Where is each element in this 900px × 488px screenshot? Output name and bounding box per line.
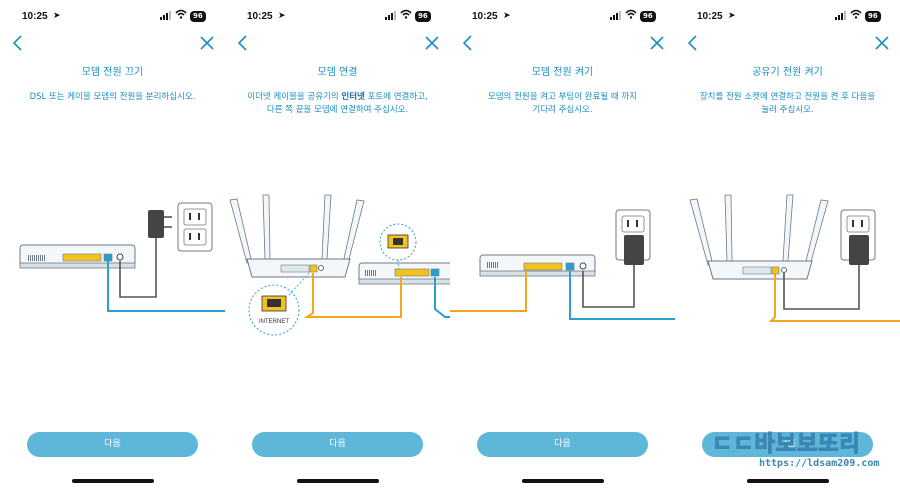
signal-icon: [385, 11, 396, 20]
signal-icon: [610, 11, 621, 20]
location-icon: ➤: [53, 11, 61, 21]
next-button[interactable]: 다음: [27, 432, 198, 457]
back-chevron-icon[interactable]: [460, 34, 476, 52]
modem-unplug-illustration: [19, 202, 225, 312]
wifi-icon: [400, 9, 412, 19]
status-time: 10:25: [697, 11, 723, 22]
home-indicator: [522, 479, 604, 483]
instruction-text: DSL 또는 케이블 모뎀의 전원을 분리하십시오.: [12, 91, 213, 104]
watermark-url: https://ldsam209.com: [756, 458, 883, 469]
location-icon: ➤: [503, 11, 511, 21]
screen-router-power-on: 10:25 ➤ 96 공유기 전원 켜기 장치를 전원 소켓에 연결하고 전원을…: [675, 0, 900, 488]
instruction-text: 모뎀의 전원을 켜고 부팅이 완료될 때 까지 기다려 주십시오.: [462, 91, 663, 117]
instruction-line: 모뎀의 전원을 켜고 부팅이 완료될 때 까지: [487, 92, 638, 102]
location-icon: ➤: [278, 11, 286, 21]
next-button[interactable]: 다음: [252, 432, 423, 457]
signal-icon: [160, 11, 171, 20]
watermark-brand: ㄷㄷ바보보또리: [711, 431, 861, 457]
home-indicator: [297, 479, 379, 483]
router-power-on-illustration: [689, 194, 900, 322]
status-bar: 10:25 ➤ 96: [675, 8, 900, 26]
close-icon[interactable]: [649, 35, 665, 51]
screen-modem-power-off: 10:25 ➤ 96 모뎀 전원 끄기 DSL 또는 케이블 모뎀의 전원을 분…: [0, 0, 225, 488]
instruction-text: 이더넷 케이블을 공유기의 인터넷 포트에 연결하고, 다른 쪽 끝을 모뎀에 …: [237, 91, 438, 117]
instruction-line: 장치를 전원 소켓에 연결하고 전원을 켠 후 다음을: [699, 92, 876, 102]
next-button[interactable]: 다음: [477, 432, 648, 457]
wifi-icon: [175, 9, 187, 19]
close-icon[interactable]: [874, 35, 890, 51]
status-bar: 10:25 ➤ 96: [450, 8, 675, 26]
wifi-icon: [850, 9, 862, 19]
modem-power-on-illustration: [450, 209, 675, 320]
close-icon[interactable]: [424, 35, 440, 51]
instruction-line: 기다려 주십시오.: [532, 105, 593, 115]
status-time: 10:25: [22, 11, 48, 22]
instruction-line: DSL 또는 케이블 모뎀의 전원을 분리하십시오.: [29, 92, 196, 102]
highlight-text: 인터넷: [341, 92, 365, 102]
close-icon[interactable]: [199, 35, 215, 51]
next-button[interactable]: 다음: [702, 432, 873, 457]
signal-icon: [835, 11, 846, 20]
battery-indicator: 96: [415, 11, 431, 22]
status-bar: 10:25 ➤ 96: [0, 8, 225, 26]
back-chevron-icon[interactable]: [235, 34, 251, 52]
watermark: ㄷㄷ바보보또리 https://ldsam209.com: [711, 426, 892, 478]
internet-port-label: INTERNET: [259, 319, 289, 325]
page-title: 모뎀 전원 끄기: [81, 67, 144, 78]
page-title: 모뎀 전원 켜기: [531, 67, 594, 78]
battery-indicator: 96: [865, 11, 881, 22]
screen-modem-power-on: 10:25 ➤ 96 모뎀 전원 켜기 모뎀의 전원을 켜고 부팅이 완료될 때…: [450, 0, 675, 488]
connect-modem-illustration: INTERNET: [229, 194, 450, 336]
instruction-line: 다른 쪽 끝을 모뎀에 연결하여 주십시오.: [266, 105, 409, 115]
instruction-line: 눌러 주십시오.: [761, 105, 814, 115]
wifi-icon: [625, 9, 637, 19]
back-chevron-icon[interactable]: [10, 34, 26, 52]
screen-connect-modem: 10:25 ➤ 96 모뎀 연결 이더넷 케이블을 공유기의 인터넷 포트에 연…: [225, 0, 450, 488]
page-title: 모뎀 연결: [317, 67, 358, 78]
instruction-text: 장치를 전원 소켓에 연결하고 전원을 켠 후 다음을 눌러 주십시오.: [687, 91, 888, 117]
battery-indicator: 96: [190, 11, 206, 22]
page-title: 공유기 전원 켜기: [752, 67, 823, 78]
back-chevron-icon[interactable]: [685, 34, 701, 52]
status-bar: 10:25 ➤ 96: [225, 8, 450, 26]
home-indicator: [72, 479, 154, 483]
instruction-line: 이더넷 케이블을 공유기의 인터넷 포트에 연결하고,: [247, 92, 428, 102]
location-icon: ➤: [728, 11, 736, 21]
status-time: 10:25: [247, 11, 273, 22]
status-time: 10:25: [472, 11, 498, 22]
home-indicator: [747, 479, 829, 483]
battery-indicator: 96: [640, 11, 656, 22]
